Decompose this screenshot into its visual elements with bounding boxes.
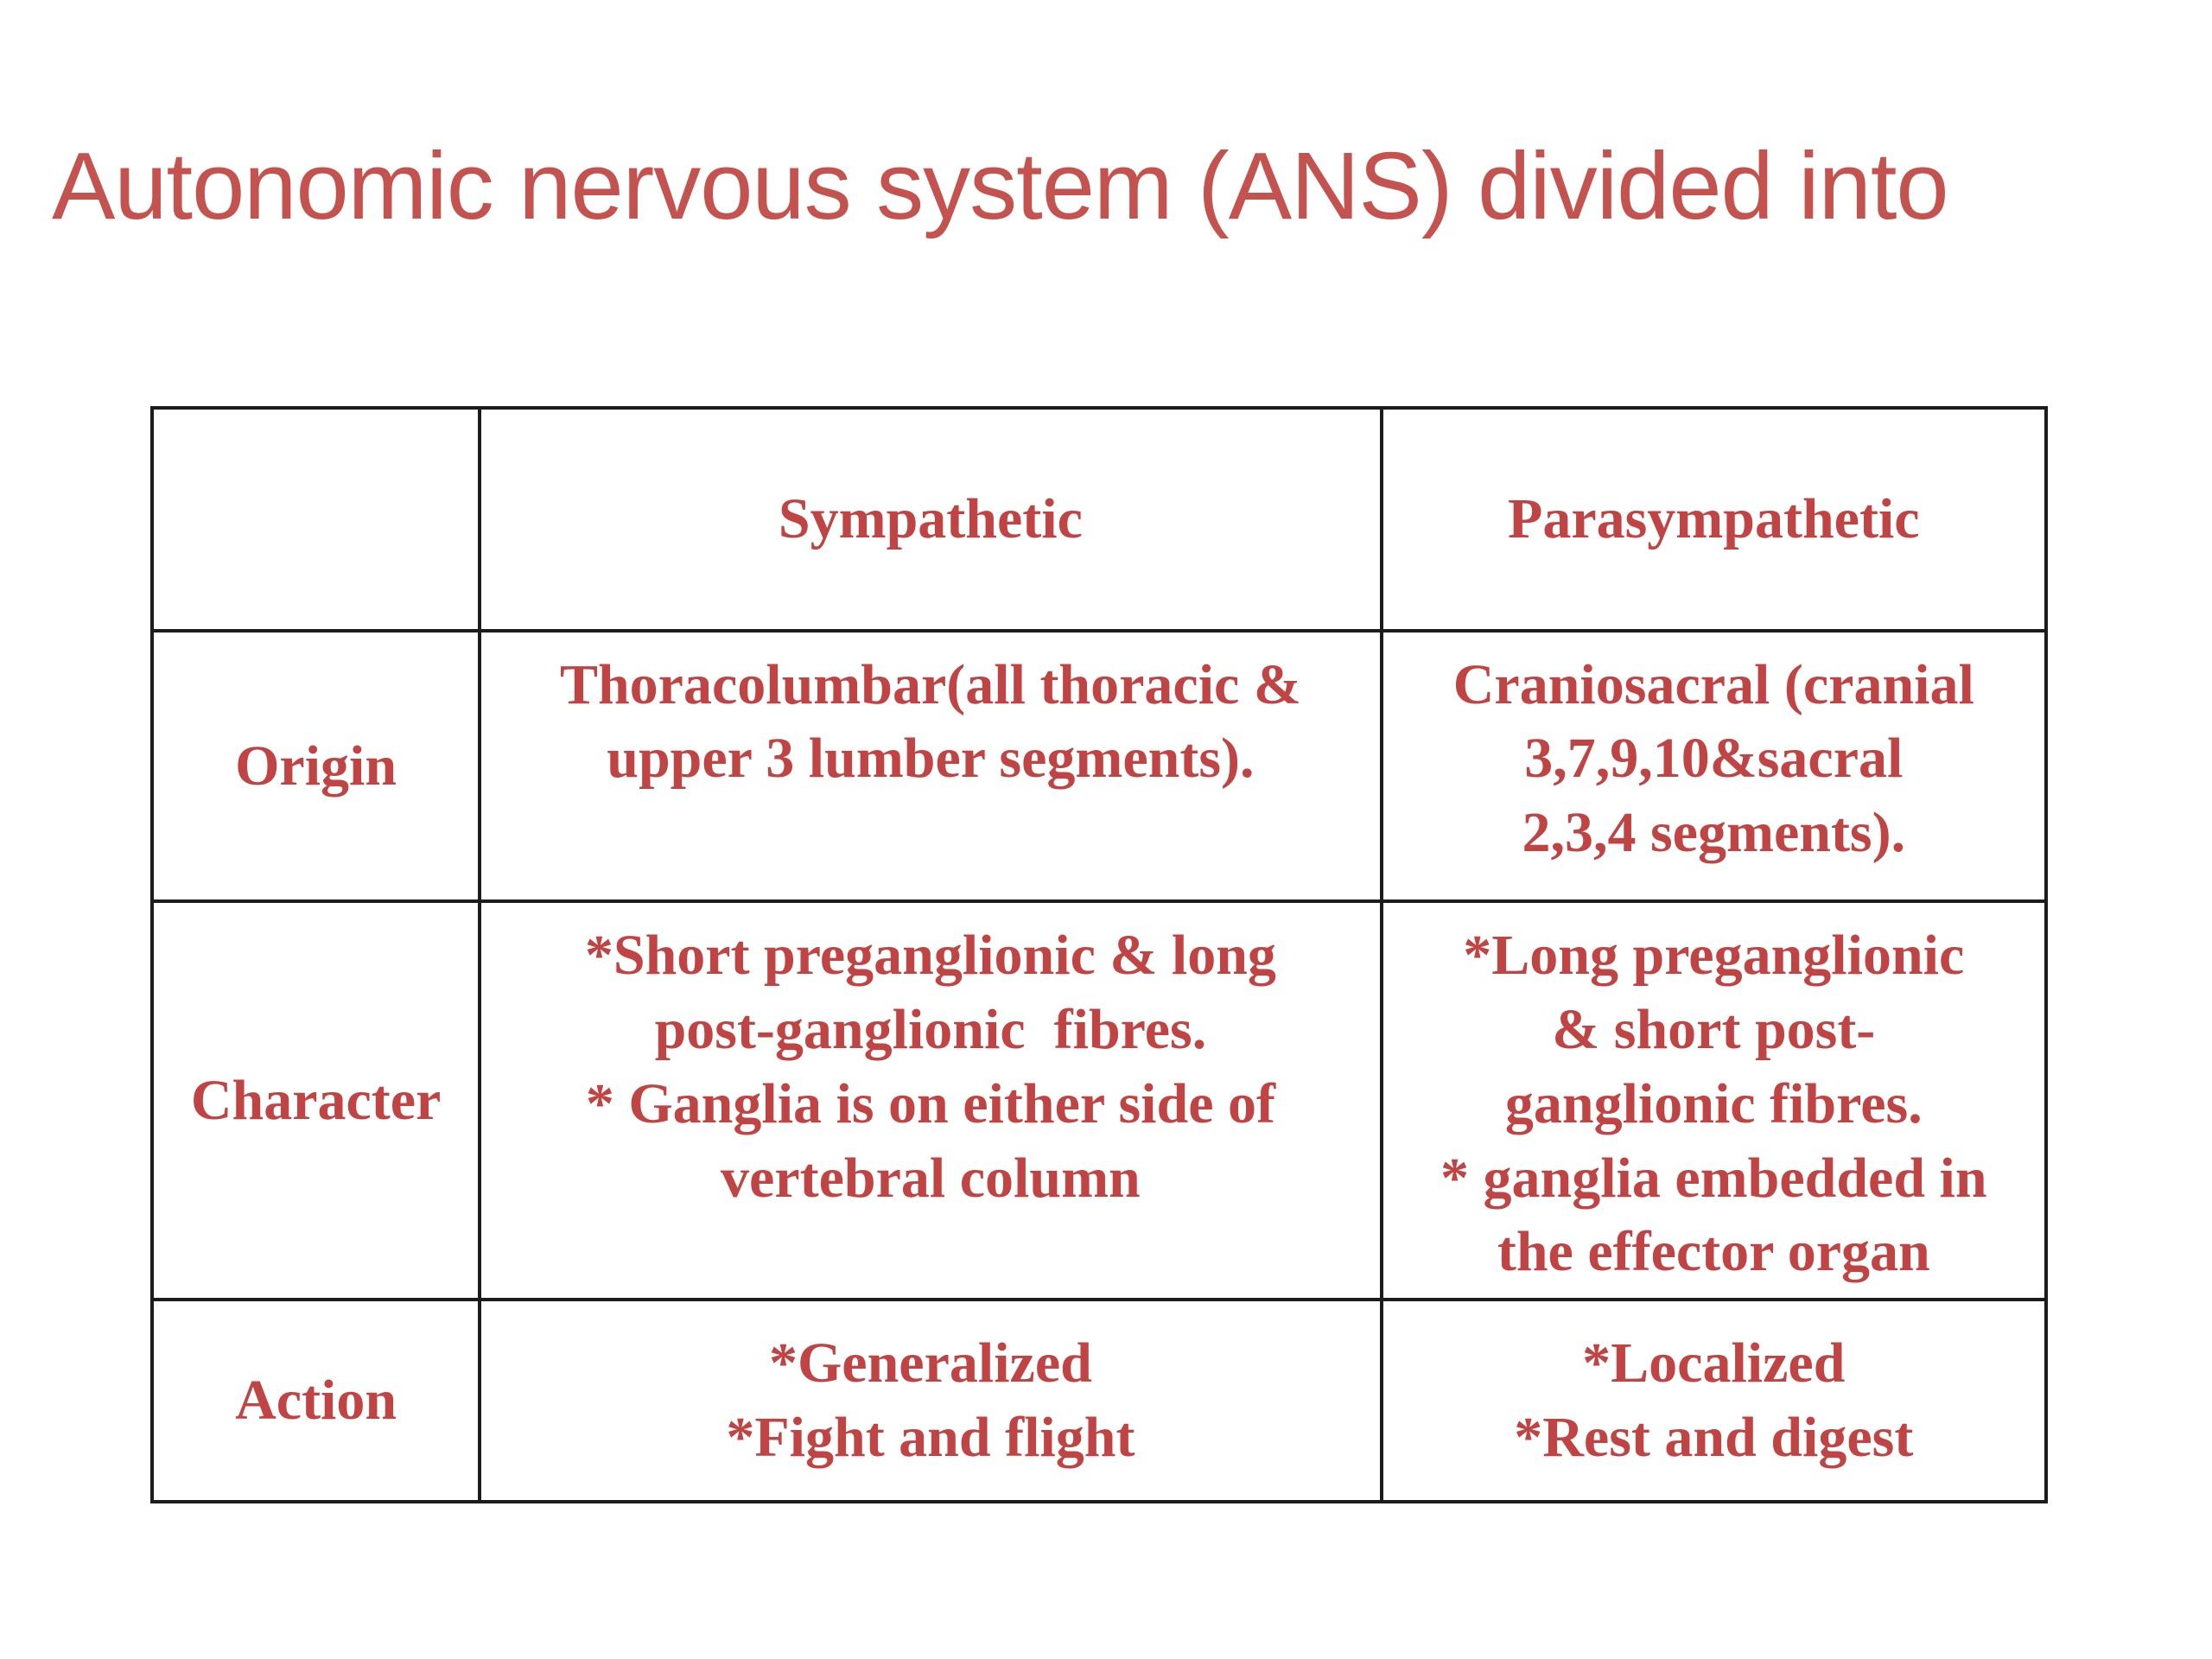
row-label-action: Action bbox=[149, 1298, 482, 1503]
origin-sympathetic-cell: Thoracolumbar(all thoracic & upper 3 lum… bbox=[478, 628, 1383, 904]
character-sympathetic-cell: *Short preganglionic & long post-ganglio… bbox=[478, 899, 1383, 1302]
table-row-origin: Origin Thoracolumbar(all thoracic & uppe… bbox=[149, 628, 2049, 904]
header-parasympathetic: Parasympathetic bbox=[1379, 406, 2049, 632]
slide-title: Autonomic nervous system (ANS) divided i… bbox=[52, 133, 1949, 239]
table-row-action: Action *Generalized *Fight and flight *L… bbox=[149, 1298, 2049, 1503]
character-parasympathetic-cell: *Long preganglionic & short post- gangli… bbox=[1379, 899, 2049, 1302]
origin-parasympathetic-cell: Craniosacral (cranial 3,7,9,10&sacral 2,… bbox=[1379, 628, 2049, 904]
ans-comparison-table: Sympathetic Parasympathetic Origin Thora… bbox=[149, 406, 2049, 1503]
header-sympathetic: Sympathetic bbox=[478, 406, 1383, 632]
action-sympathetic-cell: *Generalized *Fight and flight bbox=[478, 1298, 1383, 1503]
action-parasympathetic-cell: *Localized *Rest and digest bbox=[1379, 1298, 2049, 1503]
row-label-character: Character bbox=[149, 899, 482, 1302]
table-row-character: Character *Short preganglionic & long po… bbox=[149, 899, 2049, 1302]
row-label-origin: Origin bbox=[149, 628, 482, 904]
header-empty-cell bbox=[149, 406, 482, 632]
table-header-row: Sympathetic Parasympathetic bbox=[149, 406, 2049, 632]
comparison-table-container: Sympathetic Parasympathetic Origin Thora… bbox=[149, 406, 2049, 1503]
